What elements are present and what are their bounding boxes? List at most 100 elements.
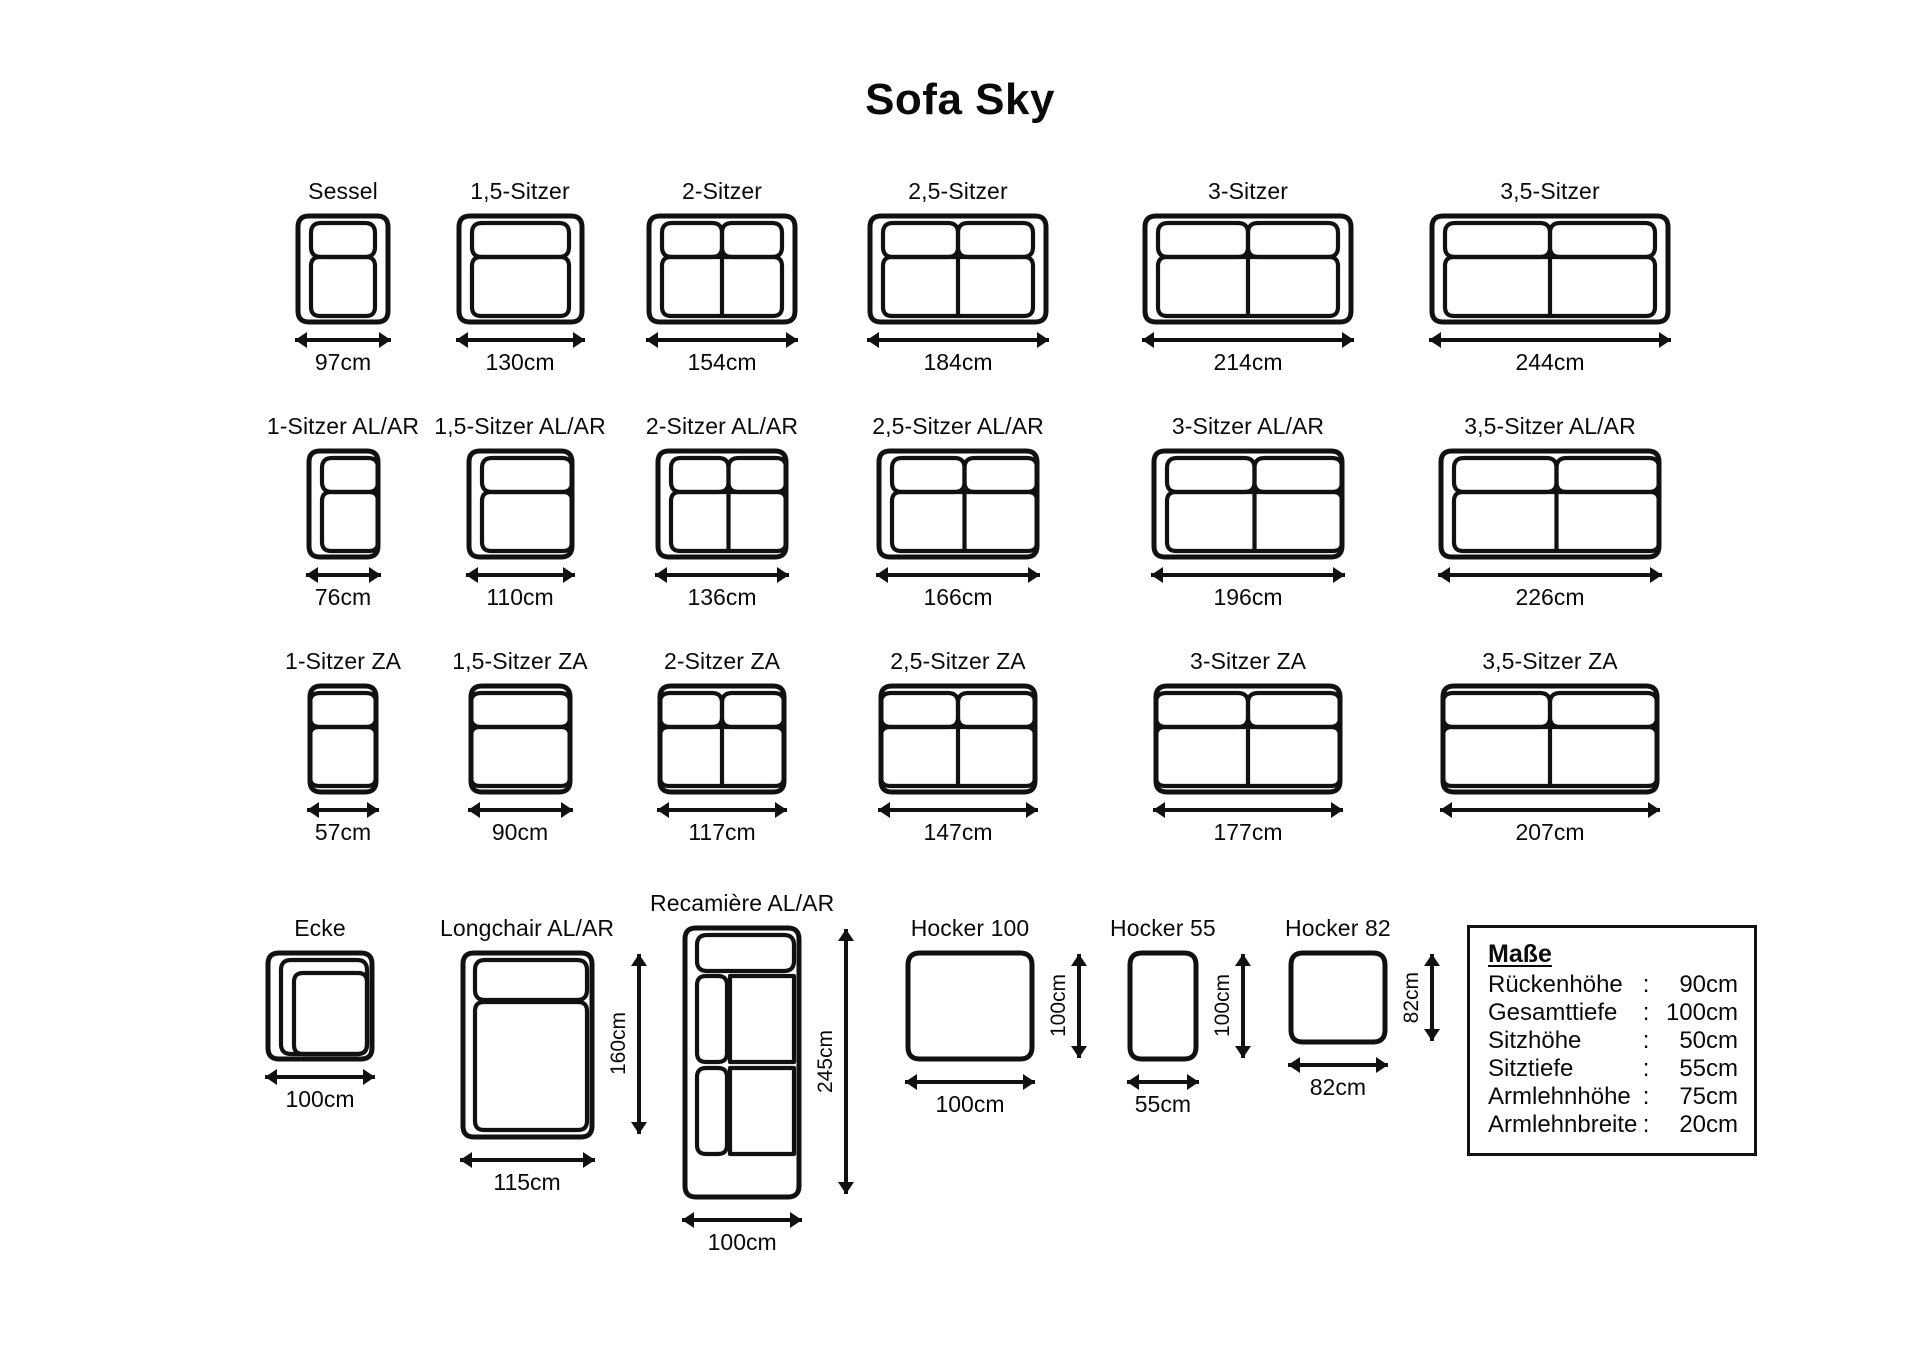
dimension-arrow-bar — [655, 567, 789, 583]
dimension-value: 207cm — [1515, 819, 1585, 845]
dimension-value: 100cm — [1047, 974, 1070, 1038]
arrowhead-left-icon — [467, 802, 480, 818]
dimension-line — [467, 808, 573, 812]
arrowhead-right-icon — [1659, 332, 1671, 348]
dimension-value: 100cm — [1210, 974, 1234, 1038]
arrowhead-right-icon — [1037, 332, 1049, 348]
sofa-outline-drawing — [1429, 213, 1671, 325]
module-width-dimension: 97cm — [295, 332, 391, 376]
dimension-line — [1287, 1063, 1388, 1067]
legend-value: 100cm — [1665, 999, 1738, 1027]
module-row-alar-5: 3,5-Sitzer AL/AR 226cm — [1250, 413, 1850, 611]
dimension-line — [465, 573, 575, 577]
arrowhead-left-icon — [459, 1152, 472, 1168]
sofa-outline-drawing — [306, 448, 381, 560]
dimension-value: 82cm — [1309, 1074, 1366, 1100]
arrowhead-right-icon — [786, 332, 798, 348]
dimension-value: 117cm — [688, 819, 756, 845]
dimension-line — [295, 338, 391, 342]
dimension-arrow-bar — [1153, 802, 1343, 818]
module-label: 3-Sitzer ZA — [1189, 648, 1307, 674]
legend-row: Sitzhöhe:50cm — [1488, 1027, 1738, 1055]
dimension-arrow-bar — [305, 567, 381, 583]
dimension-arrow-bar — [1142, 332, 1354, 348]
module-width-dimension: 207cm — [1440, 802, 1660, 846]
dimension-value: 100cm — [707, 1229, 777, 1255]
module-label: 2-Sitzer AL/AR — [645, 413, 799, 439]
dimension-value: 55cm — [1134, 1091, 1191, 1117]
arrowhead-left-icon — [1153, 802, 1165, 818]
module-width-dimension: 177cm — [1153, 802, 1343, 846]
dimension-arrow-bar — [838, 929, 855, 1194]
arrowhead-left-icon — [1287, 1057, 1300, 1073]
arrowhead-top-icon — [1234, 954, 1251, 966]
sofa-outline-drawing — [307, 683, 379, 795]
arrowhead-right-icon — [1026, 802, 1038, 818]
module-width-dimension: 244cm — [1429, 332, 1671, 376]
dimension-line — [878, 808, 1038, 812]
module-label: Hocker 100 — [910, 915, 1030, 941]
legend-separator: : — [1642, 1111, 1650, 1139]
sofa-outline-drawing — [867, 213, 1049, 325]
longchair-depth-dimension: 160cm — [607, 954, 647, 1134]
arrowhead-left-icon — [305, 567, 318, 583]
arrowhead-bottom-icon — [1423, 1029, 1440, 1041]
dimension-value: 244cm — [1515, 349, 1585, 375]
dimension-value: 90cm — [491, 819, 549, 845]
module-label: Hocker 55 — [1110, 915, 1216, 941]
hocker100-outline-drawing: 100cm — [905, 950, 1087, 1067]
arrowhead-right-icon — [1331, 802, 1343, 818]
arrowhead-right-icon — [368, 567, 381, 583]
dimension-arrow-bar — [1151, 567, 1345, 583]
arrowhead-right-icon — [1333, 567, 1345, 583]
arrowhead-right-icon — [1028, 567, 1040, 583]
dimension-value: 245cm — [814, 1029, 838, 1094]
arrowhead-right-icon — [1650, 567, 1662, 583]
arrowhead-right-icon — [1375, 1057, 1388, 1073]
arrowhead-left-icon — [465, 567, 478, 583]
dimension-arrow-bar — [1440, 802, 1660, 818]
dimension-value: 196cm — [1213, 584, 1283, 610]
dimension-line — [1440, 808, 1660, 812]
dimension-line — [1438, 573, 1662, 577]
dimension-arrow-bar — [646, 332, 798, 348]
module-label: Ecke — [294, 915, 346, 941]
module-width-dimension: 90cm — [467, 802, 573, 846]
arrowhead-left-icon — [295, 332, 307, 348]
dimension-arrow-bar — [1234, 954, 1251, 1058]
hocker55-outline-drawing: 100cm — [1127, 950, 1251, 1067]
legend-separator: : — [1642, 1083, 1650, 1111]
module-width-dimension: 166cm — [876, 567, 1040, 611]
arrowhead-left-icon — [878, 802, 890, 818]
arrowhead-left-icon — [1142, 332, 1154, 348]
recamiere-outline-drawing: 245cm — [682, 925, 855, 1205]
legend-value: 20cm — [1679, 1111, 1738, 1139]
dimension-line — [265, 1075, 375, 1079]
arrowhead-bottom-icon — [1071, 1046, 1087, 1058]
module-width-dimension: 154cm — [646, 332, 798, 376]
dimension-value: 226cm — [1515, 584, 1585, 610]
arrowhead-right-icon — [363, 1069, 375, 1085]
legend-key: Gesamttiefe — [1488, 999, 1618, 1027]
dimension-line — [657, 808, 787, 812]
arrowhead-top-icon — [630, 954, 647, 966]
module-hocker55: Hocker 55 100cm 55cm — [1110, 915, 1251, 1118]
arrowhead-right-icon — [582, 1152, 595, 1168]
hocker82-depth-dimension: 82cm — [1400, 954, 1440, 1041]
module-label: 3,5-Sitzer AL/AR — [1464, 413, 1636, 439]
arrowhead-right-icon — [1186, 1074, 1199, 1090]
legend-separator: : — [1642, 999, 1650, 1027]
legend-value: 75cm — [1679, 1083, 1738, 1111]
module-row-za-4: 3-Sitzer ZA 177cm — [948, 648, 1548, 846]
module-label: 3-Sitzer AL/AR — [1171, 413, 1325, 439]
